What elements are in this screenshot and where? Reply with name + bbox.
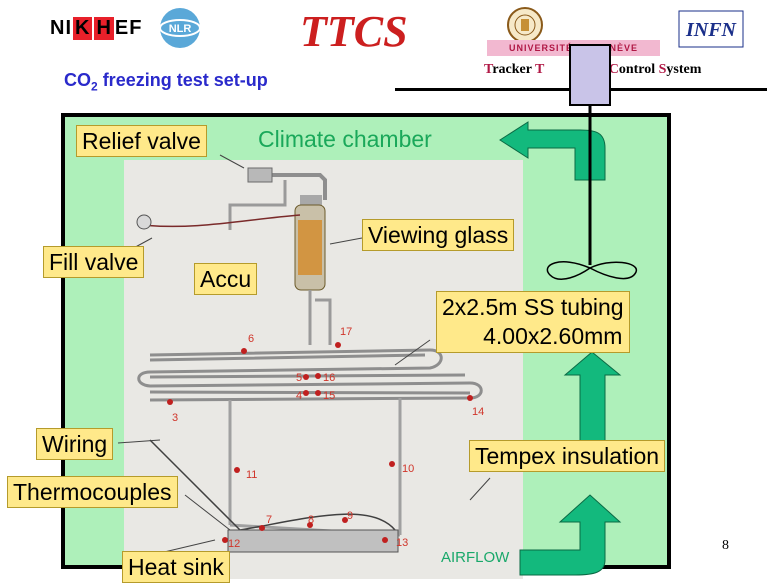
system-name-part: C <box>608 62 619 77</box>
thermocouple-number: 5 <box>296 372 303 384</box>
fill-valve-label: Fill valve <box>43 246 145 278</box>
accumulator-fill <box>298 220 322 275</box>
infn-logo-text: INFN <box>685 19 738 41</box>
thermocouple-number: 13 <box>396 537 409 549</box>
thermocouple-dots <box>167 342 473 543</box>
pipe-down <box>308 290 332 345</box>
system-name-part: ystem <box>666 62 702 77</box>
fan-motor-box <box>569 44 611 106</box>
fan-icon <box>546 261 637 280</box>
thermocouple-number: 3 <box>172 412 179 424</box>
page-subtitle: CO2 freezing test set-up <box>64 70 268 94</box>
thermocouple-number: 8 <box>308 514 315 526</box>
thermocouple-number: 9 <box>347 510 354 522</box>
page-number: 8 <box>722 538 729 553</box>
relief-valve-body <box>247 167 273 183</box>
nikhef-logo-part: NI <box>50 16 72 39</box>
wiring-label: Wiring <box>36 428 114 460</box>
airflow-label: AIRFLOW <box>441 549 510 566</box>
subtitle-sub: 2 <box>91 79 98 94</box>
thermocouple-number: 17 <box>340 326 353 338</box>
wire-bottom <box>149 439 396 531</box>
pipe-valve <box>228 180 287 230</box>
ss-tubing-label-line1: 2x2.5m SS tubing <box>442 294 624 320</box>
thermocouple-number: 12 <box>228 538 241 550</box>
system-name-part: racker <box>492 62 535 77</box>
thermocouples-label: Thermocouples <box>7 476 178 508</box>
thermocouple-number: 10 <box>402 463 415 475</box>
thermocouple-number: 15 <box>323 390 336 402</box>
thermocouple-number: 11 <box>246 469 258 481</box>
arrow-top-curve <box>499 121 606 181</box>
accu-top <box>300 195 322 207</box>
tubing-loop <box>228 398 402 537</box>
airflow-arrows <box>499 121 622 576</box>
infn-logo: INFN <box>678 10 744 48</box>
page-title: TTCS <box>300 7 408 56</box>
nikhef-logo-part: H <box>94 16 114 40</box>
ss-tubing-coil <box>137 348 483 402</box>
nikhef-logo-part: K <box>73 16 93 40</box>
nikhef-logo-part: EF <box>114 16 143 39</box>
system-name-part: T <box>484 62 493 77</box>
pipe-top <box>250 173 327 200</box>
thermocouple-number: 16 <box>323 372 336 384</box>
arrow-right-up <box>563 351 622 446</box>
relief-valve-label: Relief valve <box>76 125 207 157</box>
ss-tubing-label: 2x2.5m SS tubing 4.00x2.60mm <box>436 291 630 353</box>
viewing-glass-label: Viewing glass <box>362 219 515 251</box>
thermocouple-number: 6 <box>248 333 255 345</box>
wire-top <box>139 214 301 228</box>
thermocouple-number: 14 <box>472 406 485 418</box>
thermocouple-number: 4 <box>296 390 303 402</box>
arrow-bottom-curve <box>519 494 622 576</box>
thermocouple-number: 7 <box>266 514 273 526</box>
pointer-lines <box>117 154 491 554</box>
fill-valve-gauge <box>136 214 152 230</box>
system-name-part: S <box>658 62 667 77</box>
nlr-logo: NLR <box>159 8 201 48</box>
subtitle-rest: freezing test set-up <box>97 70 268 90</box>
system-name-part: ontrol <box>618 62 659 77</box>
ss-tubing-label-line2: 4.00x2.60mm <box>483 323 623 349</box>
climate-chamber-label: Climate chamber <box>258 126 432 152</box>
tempex-insulation-label: Tempex insulation <box>469 440 666 472</box>
accu-label: Accu <box>194 263 258 295</box>
subtitle-main: CO <box>64 70 91 90</box>
nlr-logo-text: NLR <box>169 23 192 35</box>
heat-sink-label: Heat sink <box>122 551 230 583</box>
system-name-part: T <box>534 62 545 77</box>
heat-sink <box>227 529 399 553</box>
